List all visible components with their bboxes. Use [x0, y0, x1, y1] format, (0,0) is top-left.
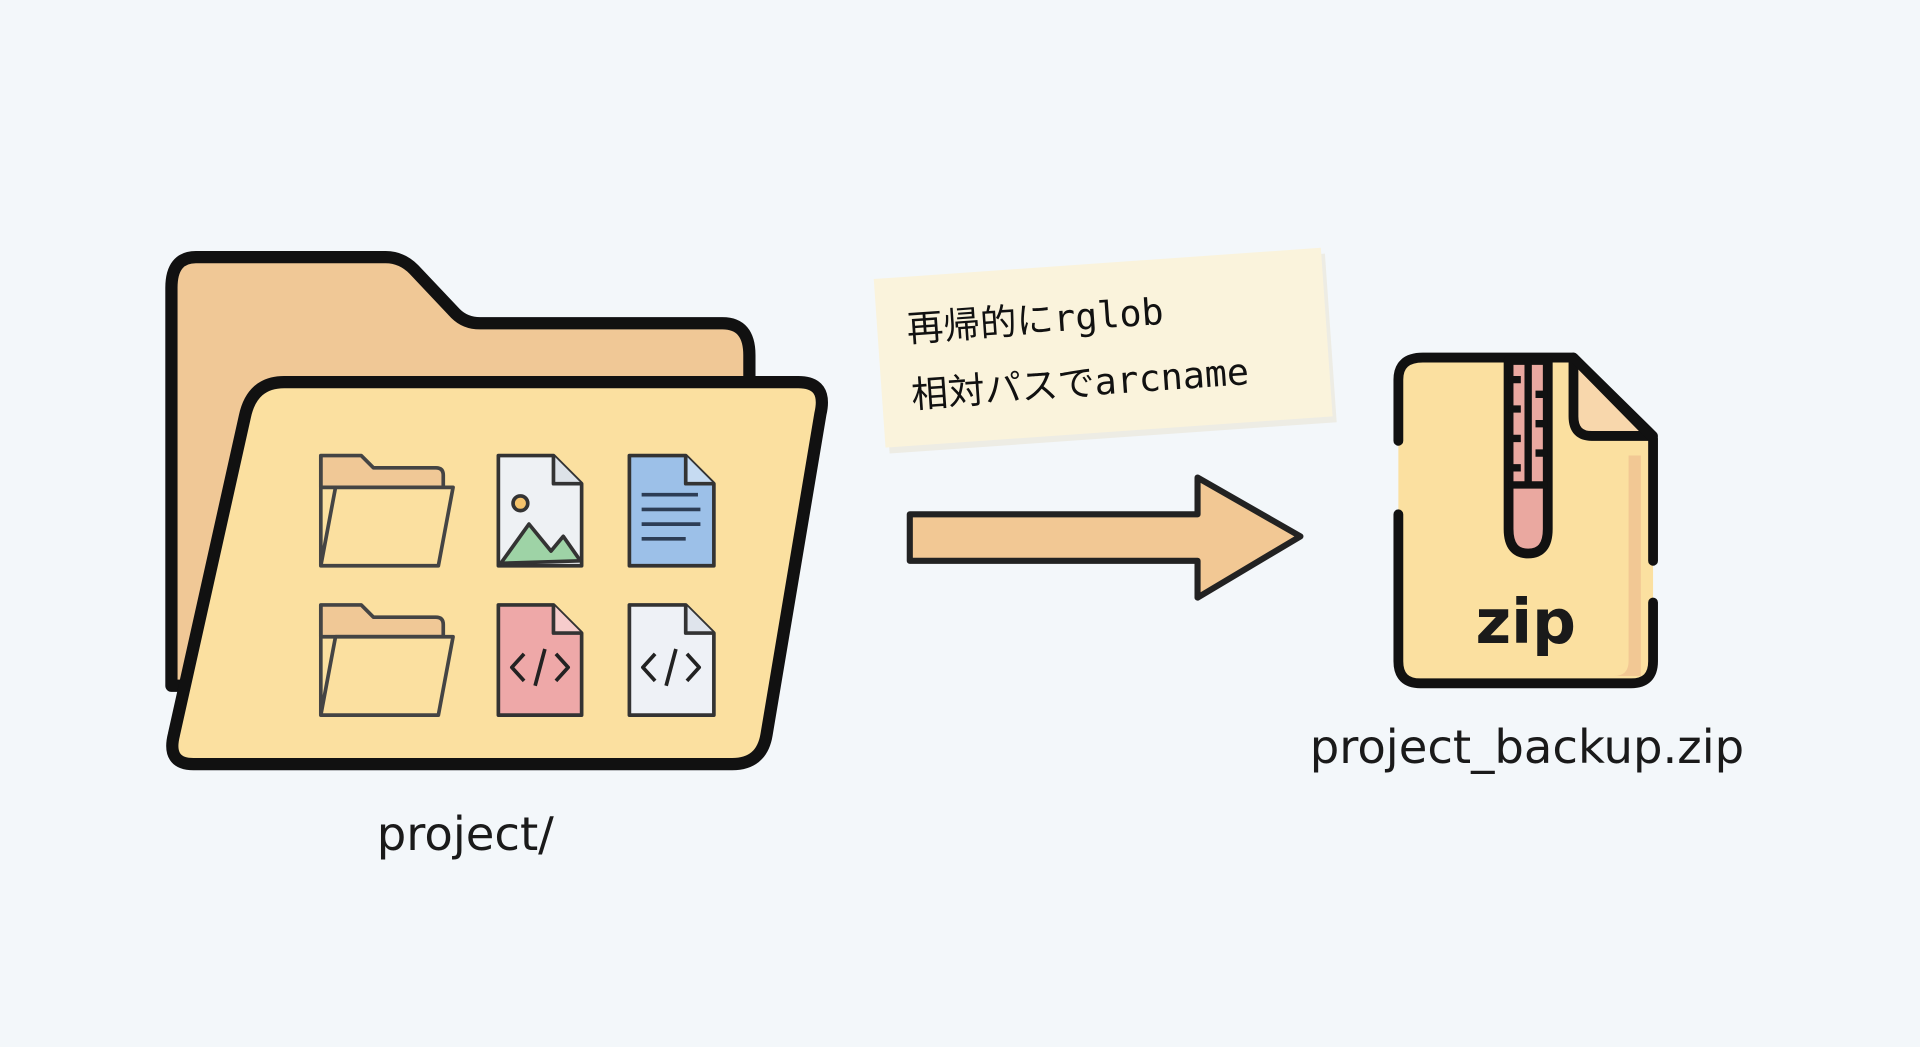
subfolder-icon: [318, 603, 455, 717]
sticky-note: 再帰的にrglob 相対パスでarcname: [873, 247, 1337, 454]
image-file-icon: [496, 453, 584, 568]
zip-file-icon: zip: [1393, 352, 1658, 689]
archive-label: project_backup.zip: [1310, 720, 1744, 774]
zip-badge: zip: [1475, 587, 1575, 658]
code-file-icon: [496, 603, 584, 717]
source-folder-label: project/: [377, 807, 554, 861]
zipper: [1503, 355, 1553, 559]
subfolder-icon: [318, 453, 455, 568]
document-file-icon: [627, 453, 716, 568]
arrow-right-icon: [906, 474, 1304, 601]
code-file-icon: [627, 603, 716, 717]
